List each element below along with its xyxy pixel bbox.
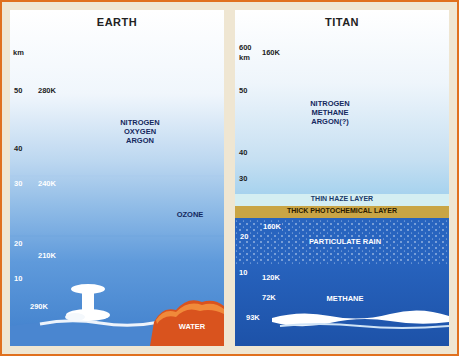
temperature-label: 290K	[30, 302, 48, 311]
haze-band: THIN HAZE LAYER	[235, 194, 449, 206]
altitude-label: 10	[239, 268, 247, 277]
altitude-label: 30	[14, 179, 22, 188]
altitude-label: 40	[239, 148, 247, 157]
atmosphere-label: METHANE	[326, 294, 363, 303]
photochemical-band: THICK PHOTOCHEMICAL LAYER	[235, 206, 449, 218]
temperature-label: 93K	[246, 313, 260, 322]
atmosphere-label: NITROGEN OXYGEN ARGON	[110, 118, 170, 145]
altitude-label: 30	[239, 174, 247, 183]
temperature-label: 210K	[38, 251, 56, 260]
altitude-label: 10	[14, 274, 22, 283]
altitude-label: 600	[239, 43, 252, 52]
atmosphere-label: km	[239, 53, 250, 62]
atmosphere-label: km	[13, 48, 24, 57]
temperature-label: 240K	[38, 179, 56, 188]
altitude-label: 20	[239, 232, 249, 241]
band-label: THIN HAZE LAYER	[235, 194, 449, 204]
altitude-label: 50	[239, 86, 247, 95]
panel-heading: EARTH	[10, 10, 224, 28]
band-label: THICK PHOTOCHEMICAL LAYER	[235, 206, 449, 216]
temperature-label: 280K	[38, 86, 56, 95]
temperature-label: 72K	[262, 293, 276, 302]
temperature-label: 160K	[262, 222, 282, 231]
atmosphere-label: PARTICULATE RAIN	[308, 237, 382, 246]
temperature-label: 120K	[262, 273, 280, 282]
atmosphere-label: WATER	[179, 322, 206, 331]
planet-panel: EARTH	[10, 10, 224, 346]
altitude-label: 40	[14, 144, 22, 153]
panel-heading: TITAN	[235, 10, 449, 28]
atmosphere-label: NITROGEN METHANE ARGON(?)	[299, 99, 361, 126]
atmosphere-label: OZONE	[177, 210, 204, 219]
altitude-label: 50	[14, 86, 22, 95]
temperature-label: 160K	[262, 48, 280, 57]
altitude-label: 20	[14, 239, 22, 248]
